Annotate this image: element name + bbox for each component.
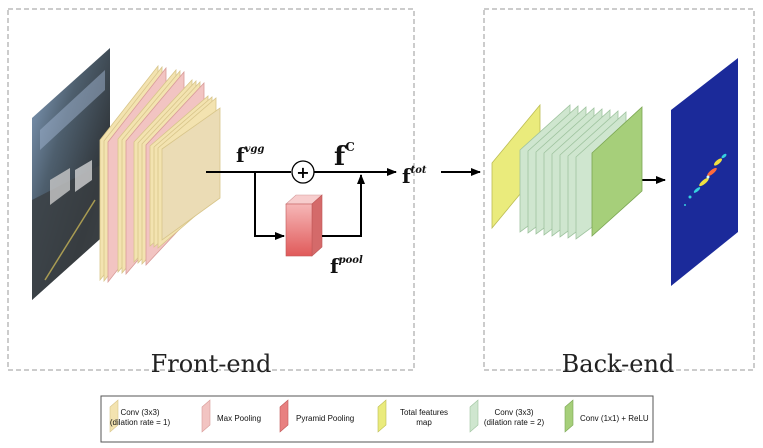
svg-text:Pyramid Pooling: Pyramid Pooling	[296, 414, 354, 423]
legend-item-conv-d1: Conv (3x3) (dilation rate = 1)	[109, 399, 171, 433]
legend-item-pyramid-pooling: Pyramid Pooling	[279, 399, 354, 433]
vgg-to-pool-arrow	[254, 172, 285, 240]
legend-item-max-pooling: Max Pooling	[201, 399, 261, 433]
front-end-title: Front-end	[151, 350, 272, 378]
connectors	[206, 168, 666, 240]
svg-text:Max Pooling: Max Pooling	[217, 414, 261, 423]
label-f-tot: ftot	[402, 164, 427, 188]
svg-text:(dilation rate = 1): (dilation rate = 1)	[110, 418, 171, 427]
svg-text:Conv (3x3): Conv (3x3)	[494, 408, 533, 417]
label-f-vgg: fvgg	[236, 143, 264, 167]
density-map-output	[671, 58, 738, 286]
sum-node: +	[291, 160, 315, 184]
pool-to-concat-arrow	[322, 174, 365, 237]
legend-item-conv-1x1: Conv (1x1) + ReLU	[564, 399, 649, 433]
pyramid-pooling-block	[285, 194, 323, 257]
back-end-panel	[483, 8, 755, 371]
svg-text:Conv (1x1) + ReLU: Conv (1x1) + ReLU	[580, 414, 649, 423]
label-f-c: fC	[334, 140, 355, 172]
svg-text:(dilation rate = 2): (dilation rate = 2)	[484, 418, 545, 427]
frontend-layer-stack	[99, 64, 221, 284]
legend-item-total-features: Total features map	[377, 399, 448, 433]
legend-item-conv-d2: Conv (3x3) (dilation rate = 2)	[469, 399, 545, 433]
legend: Conv (3x3) (dilation rate = 1) Max Pooli…	[100, 395, 654, 443]
svg-text:Total features: Total features	[400, 408, 448, 417]
backend-layer-stack	[491, 103, 643, 240]
svg-text:map: map	[416, 418, 432, 427]
front-end-panel	[7, 8, 415, 371]
svg-text:Conv (3x3): Conv (3x3)	[120, 408, 159, 417]
input-image	[32, 48, 110, 300]
back-end-title: Back-end	[562, 350, 675, 378]
legend-box	[100, 395, 654, 443]
plus-sign: +	[296, 163, 309, 182]
label-f-pool: fpool	[330, 254, 363, 278]
conv-1x1-layer	[591, 106, 643, 237]
